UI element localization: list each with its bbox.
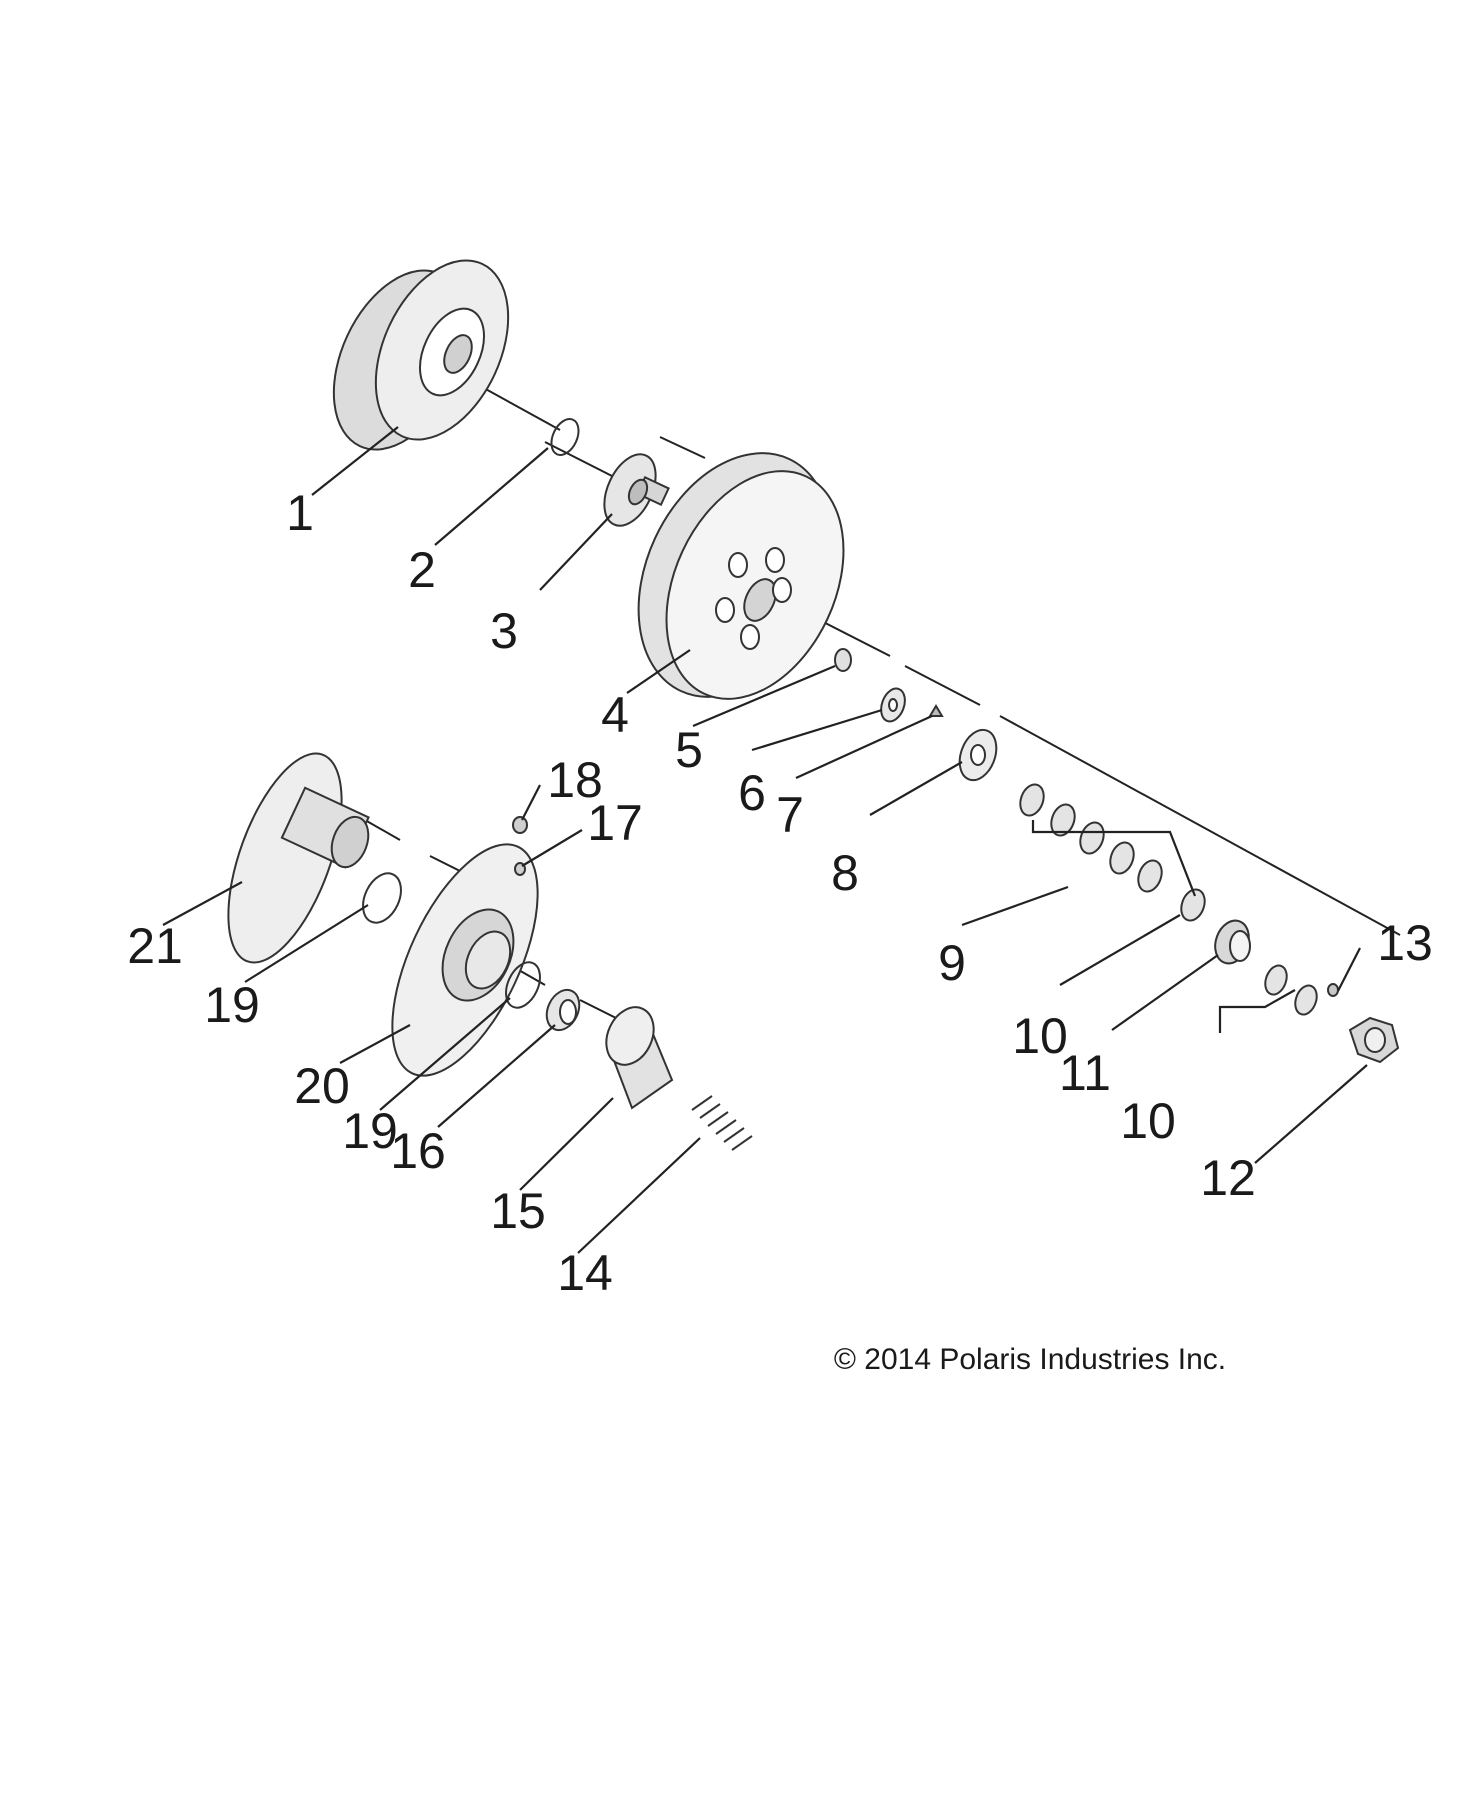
callout-7: 7 [776, 787, 804, 843]
o-ring [550, 418, 580, 456]
callout-17: 17 [587, 795, 643, 851]
washer-stack [1019, 783, 1163, 893]
ring-upper [362, 872, 402, 924]
callout-4: 4 [601, 687, 629, 743]
movable-sheave [391, 843, 539, 1077]
small-screw [1327, 983, 1339, 997]
ring-lower [505, 961, 541, 1009]
fixed-sheave [227, 752, 370, 964]
callout-8: 8 [831, 845, 859, 901]
spring [691, 1095, 753, 1151]
end-nut [1348, 1016, 1400, 1064]
callout-18: 18 [547, 752, 603, 808]
callout-14: 14 [557, 1245, 613, 1301]
hub [603, 453, 670, 527]
nut [834, 648, 852, 672]
pin-18 [512, 816, 528, 834]
callout-21: 21 [127, 918, 183, 974]
bushing [545, 988, 581, 1032]
washer [880, 687, 906, 723]
leader-lines [162, 426, 1368, 1254]
callout-labels: 1 2 3 4 5 6 7 8 9 10 11 10 12 13 14 15 1… [127, 485, 1433, 1301]
clutch-shoe-assembly [332, 259, 510, 451]
callout-16: 16 [390, 1123, 446, 1179]
callout-19b: 19 [342, 1103, 398, 1159]
clutch-drum [637, 452, 845, 700]
callout-12: 12 [1200, 1150, 1256, 1206]
callout-20: 20 [294, 1058, 350, 1114]
large-washer [958, 728, 998, 782]
callout-11: 11 [1059, 1045, 1111, 1101]
callout-1: 1 [286, 485, 314, 541]
collar [1214, 919, 1251, 965]
callout-10b: 10 [1120, 1093, 1176, 1149]
callout-15: 15 [490, 1183, 546, 1239]
copyright-notice: © 2014 Polaris Industries Inc. [834, 1343, 1226, 1376]
callout-6: 6 [738, 765, 766, 821]
callout-19: 19 [204, 977, 260, 1033]
washer-a [1180, 888, 1206, 922]
callout-13: 13 [1377, 915, 1433, 971]
callout-2: 2 [408, 542, 436, 598]
callout-9: 9 [938, 935, 966, 991]
callout-10: 10 [1012, 1008, 1068, 1064]
spring-seat [605, 1006, 674, 1110]
callout-3: 3 [490, 603, 518, 659]
pin [928, 704, 944, 717]
washer-b [1264, 964, 1318, 1016]
callout-5: 5 [675, 722, 703, 778]
